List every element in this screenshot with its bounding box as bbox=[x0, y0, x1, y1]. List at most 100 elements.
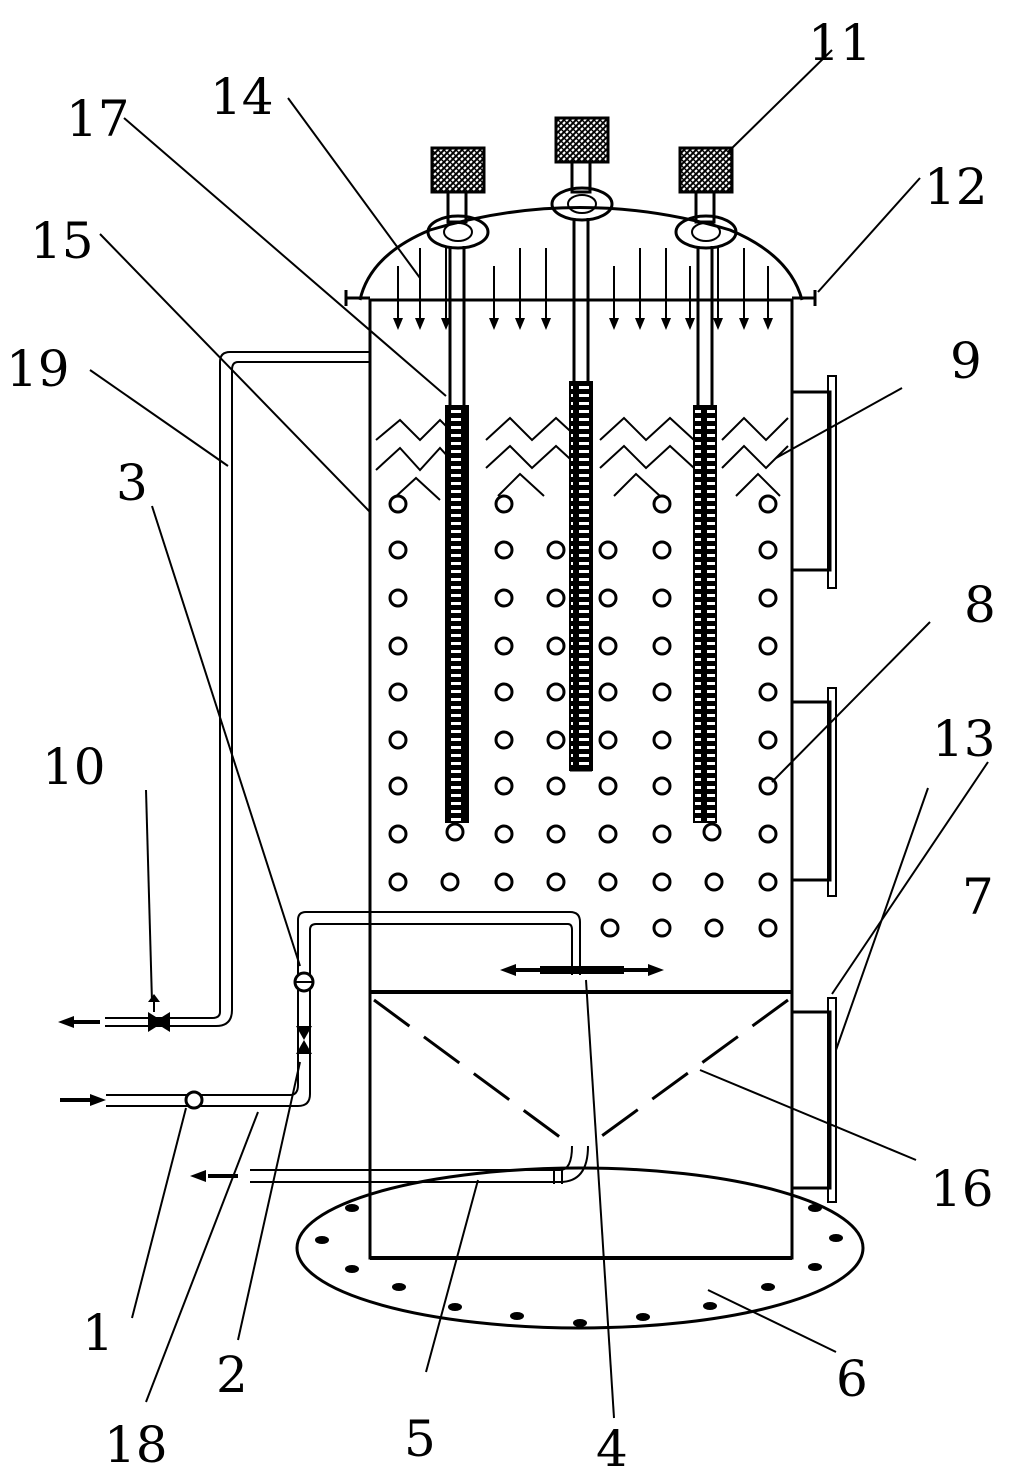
carrier-ball bbox=[652, 494, 672, 514]
carrier-ball bbox=[598, 872, 618, 892]
carrier-ball bbox=[598, 824, 618, 844]
label-10: 10 bbox=[42, 738, 106, 796]
carrier-ball bbox=[758, 540, 778, 560]
carrier-ball bbox=[652, 918, 672, 938]
label-15: 15 bbox=[30, 212, 94, 270]
carrier-ball bbox=[546, 636, 566, 656]
carrier-ball bbox=[598, 588, 618, 608]
side-windows bbox=[792, 375, 837, 1203]
base-plate bbox=[295, 1166, 865, 1330]
carrier-ball bbox=[652, 824, 672, 844]
carrier-ball bbox=[546, 682, 566, 702]
light-ray-arrow bbox=[541, 318, 551, 330]
carrier-ball bbox=[704, 872, 724, 892]
label-2: 2 bbox=[216, 1346, 248, 1404]
electrode-left bbox=[426, 146, 490, 842]
carrier-ball bbox=[758, 494, 778, 514]
label-6: 6 bbox=[836, 1350, 868, 1408]
carrier-ball bbox=[758, 730, 778, 750]
carrier-ball bbox=[494, 636, 514, 656]
distributor bbox=[500, 964, 664, 976]
electrode-center bbox=[550, 116, 614, 772]
carrier-balls bbox=[388, 494, 778, 938]
carrier-ball bbox=[600, 918, 620, 938]
sludge-hopper bbox=[190, 998, 789, 1184]
carrier-ball bbox=[494, 682, 514, 702]
carrier-ball bbox=[388, 824, 408, 844]
label-11: 11 bbox=[808, 14, 872, 72]
carrier-ball bbox=[652, 636, 672, 656]
light-ray-arrow bbox=[685, 318, 695, 330]
carrier-ball bbox=[652, 730, 672, 750]
light-ray-arrow bbox=[635, 318, 645, 330]
label-19: 19 bbox=[6, 340, 70, 398]
label-5: 5 bbox=[404, 1410, 436, 1468]
light-ray-arrow bbox=[739, 318, 749, 330]
carrier-ball bbox=[494, 776, 514, 796]
label-4: 4 bbox=[596, 1420, 628, 1472]
carrier-ball bbox=[652, 540, 672, 560]
light-ray-arrow bbox=[515, 318, 525, 330]
carrier-ball bbox=[494, 540, 514, 560]
carrier-ball bbox=[758, 682, 778, 702]
carrier-ball bbox=[388, 730, 408, 750]
light-ray-arrow bbox=[609, 318, 619, 330]
label-17: 17 bbox=[66, 90, 130, 148]
carrier-ball bbox=[546, 540, 566, 560]
carrier-ball bbox=[546, 824, 566, 844]
carrier-ball bbox=[598, 776, 618, 796]
label-16: 16 bbox=[930, 1160, 994, 1218]
carrier-ball bbox=[758, 872, 778, 892]
light-ray-arrow bbox=[763, 318, 773, 330]
electrode-assemblies bbox=[426, 116, 738, 842]
leader-lines bbox=[89, 49, 989, 1419]
carrier-ball bbox=[598, 730, 618, 750]
label-3: 3 bbox=[116, 454, 148, 512]
label-12: 12 bbox=[924, 158, 988, 216]
carrier-ball bbox=[546, 730, 566, 750]
carrier-ball bbox=[652, 872, 672, 892]
label-1: 1 bbox=[82, 1304, 114, 1362]
carrier-ball bbox=[652, 588, 672, 608]
light-rays bbox=[393, 248, 773, 330]
carrier-ball bbox=[494, 494, 514, 514]
carrier-ball bbox=[388, 776, 408, 796]
vessel-shell bbox=[344, 206, 817, 1260]
carrier-ball bbox=[494, 730, 514, 750]
carrier-ball bbox=[758, 824, 778, 844]
label-9: 9 bbox=[950, 332, 982, 390]
carrier-ball bbox=[494, 824, 514, 844]
label-14: 14 bbox=[210, 68, 274, 126]
carrier-ball bbox=[388, 636, 408, 656]
recirculation-pipe bbox=[58, 351, 370, 1032]
carrier-ball bbox=[494, 588, 514, 608]
carrier-ball bbox=[388, 540, 408, 560]
carrier-ball bbox=[758, 918, 778, 938]
carrier-ball bbox=[388, 588, 408, 608]
carrier-ball bbox=[388, 872, 408, 892]
light-ray-arrow bbox=[393, 318, 403, 330]
carrier-ball bbox=[598, 682, 618, 702]
label-18: 18 bbox=[104, 1416, 168, 1472]
carrier-ball bbox=[758, 588, 778, 608]
carrier-ball bbox=[388, 682, 408, 702]
label-8: 8 bbox=[964, 576, 996, 634]
carrier-ball bbox=[598, 636, 618, 656]
label-13: 13 bbox=[932, 710, 996, 768]
light-ray-arrow bbox=[661, 318, 671, 330]
carrier-ball bbox=[758, 636, 778, 656]
carrier-ball bbox=[652, 776, 672, 796]
carrier-ball bbox=[546, 776, 566, 796]
carrier-ball bbox=[652, 682, 672, 702]
carrier-ball bbox=[546, 588, 566, 608]
label-7: 7 bbox=[962, 868, 994, 926]
light-ray-arrow bbox=[415, 318, 425, 330]
light-ray-arrow bbox=[489, 318, 499, 330]
part-labels: 1 2 3 4 5 6 7 8 9 10 11 12 13 14 15 16 1… bbox=[6, 14, 996, 1472]
base-bolt-holes bbox=[315, 1204, 843, 1327]
light-ray-arrow bbox=[713, 318, 723, 330]
light-ray-arrow bbox=[441, 318, 451, 330]
electrode-right bbox=[674, 146, 738, 842]
carrier-ball bbox=[494, 872, 514, 892]
